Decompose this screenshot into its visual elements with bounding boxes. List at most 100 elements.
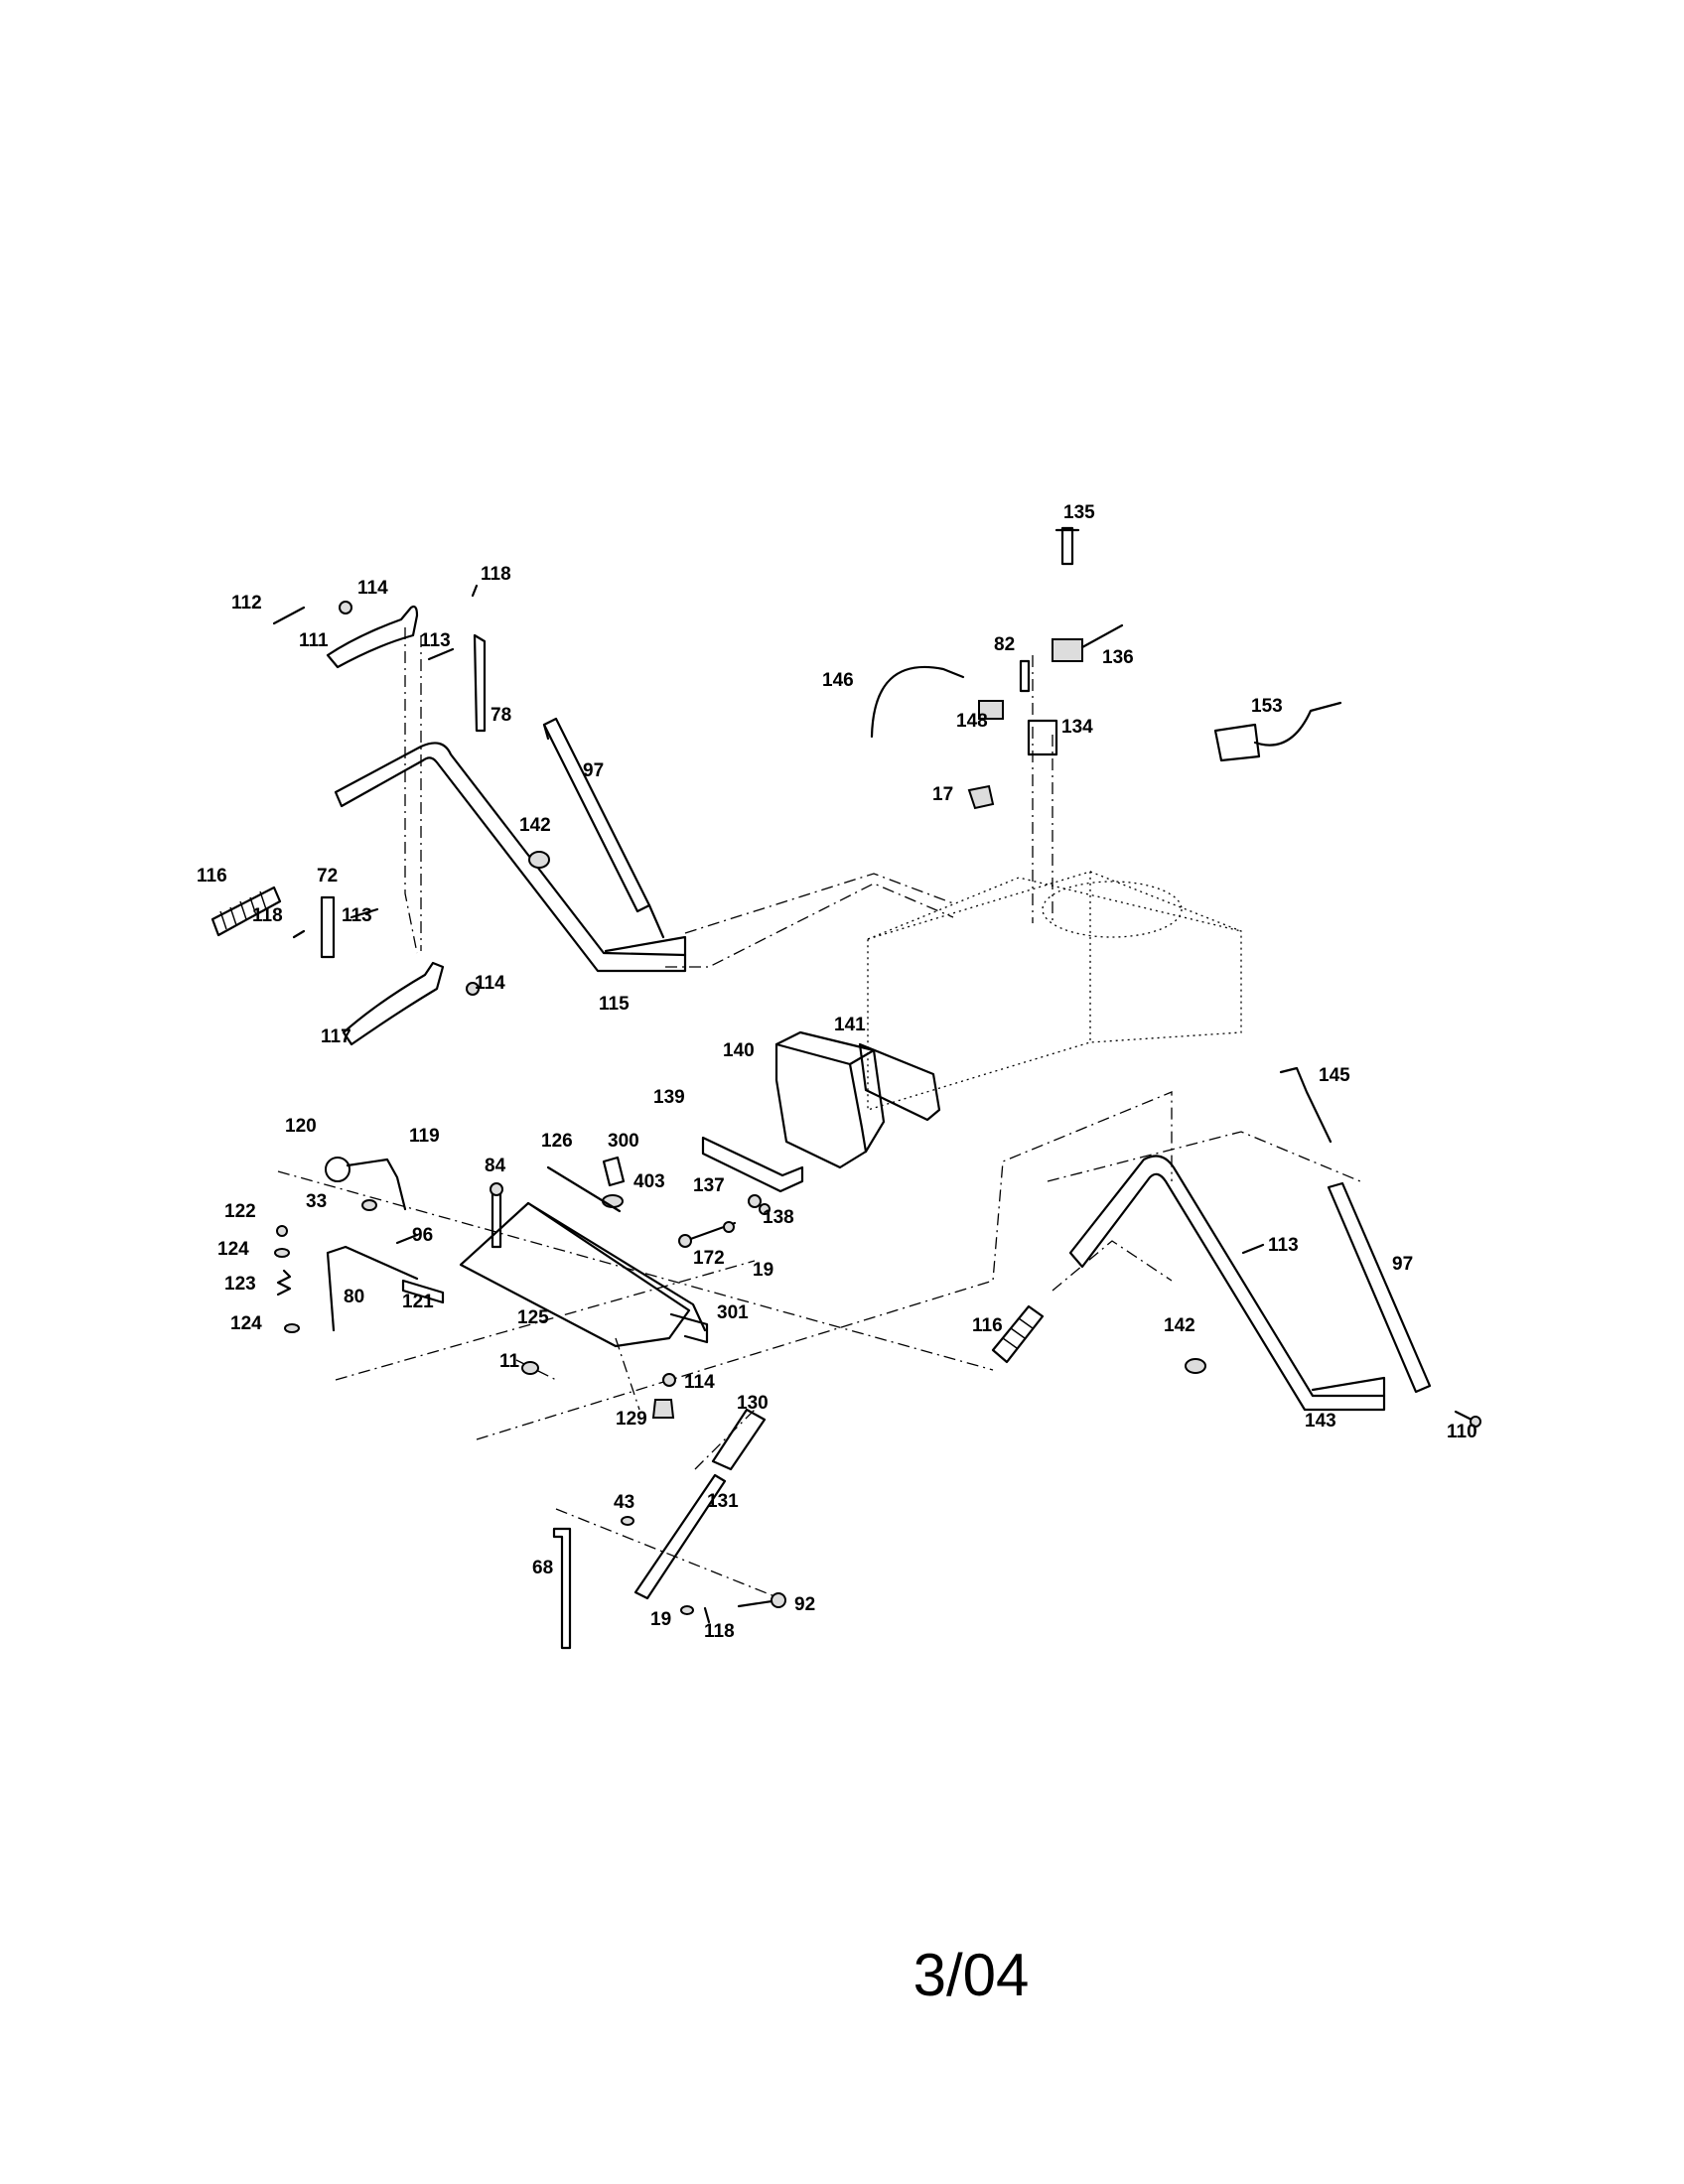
part-label-129: 129 (616, 1409, 647, 1430)
key-300 (602, 1156, 626, 1187)
decal-126 (546, 1165, 622, 1213)
plate-125 (459, 1201, 691, 1348)
grip-121 (401, 1279, 445, 1304)
part-label-92: 92 (794, 1594, 815, 1615)
part-label-153: 153 (1251, 696, 1283, 717)
part-label-43: 43 (614, 1492, 634, 1513)
spring-123 (276, 1269, 292, 1297)
part-label-78: 78 (491, 705, 511, 726)
part-label-113a: 113 (420, 630, 451, 651)
washer-19b (680, 1605, 694, 1615)
lever-117 (342, 961, 445, 1046)
bolt-82 (1019, 659, 1031, 693)
part-label-19a: 19 (753, 1260, 773, 1281)
clip-118b (292, 929, 306, 939)
part-label-113c: 113 (1268, 1235, 1299, 1256)
bracket-301 (669, 1312, 709, 1344)
part-label-123: 123 (224, 1274, 256, 1295)
part-label-68: 68 (532, 1558, 553, 1578)
part-label-114c: 114 (684, 1372, 715, 1393)
nut-114b (466, 982, 480, 996)
nut-114c (662, 1373, 676, 1387)
rod-97-right (1327, 1181, 1432, 1394)
part-label-172: 172 (693, 1248, 725, 1269)
part-label-84: 84 (485, 1156, 506, 1176)
rod-80 (326, 1245, 419, 1332)
part-label-136: 136 (1102, 647, 1134, 668)
part-label-96: 96 (412, 1225, 433, 1246)
rod-68 (552, 1527, 572, 1650)
part-label-110: 110 (1447, 1422, 1477, 1442)
part-label-97b: 97 (1392, 1254, 1413, 1275)
left-handle-assembly (210, 584, 687, 1046)
bushing-142b (1185, 1358, 1206, 1374)
part-label-19b: 19 (650, 1609, 671, 1630)
grip-116-right (991, 1304, 1045, 1364)
lower-linkage (552, 1408, 786, 1650)
washer-403 (602, 1194, 624, 1208)
nut-11 (521, 1361, 539, 1375)
part-label-97a: 97 (583, 760, 604, 781)
part-label-82: 82 (994, 634, 1015, 655)
bolt-113a (427, 647, 455, 661)
part-label-142a: 142 (519, 815, 551, 836)
grip-116-left (210, 886, 282, 937)
washer-19a (723, 1221, 735, 1233)
part-label-142b: 142 (1164, 1315, 1195, 1336)
part-label-403: 403 (633, 1171, 665, 1192)
pin-72 (320, 895, 336, 959)
part-label-140: 140 (723, 1040, 755, 1061)
part-label-112: 112 (231, 593, 262, 614)
bolt-135 (1060, 526, 1074, 566)
electrical (870, 526, 1342, 1144)
pin-112 (272, 606, 306, 625)
part-label-125: 125 (517, 1307, 549, 1328)
part-label-124b: 124 (230, 1313, 262, 1334)
washer-138 (759, 1203, 771, 1215)
bushing-142a (528, 851, 550, 869)
part-label-145: 145 (1319, 1065, 1350, 1086)
part-label-80: 80 (344, 1287, 364, 1307)
rod-97-left (542, 717, 651, 913)
part-label-126: 126 (541, 1131, 573, 1152)
part-label-115: 115 (599, 994, 630, 1015)
battery-140 (774, 1042, 868, 1169)
part-label-118c: 118 (704, 1621, 735, 1642)
lever-111 (326, 605, 419, 669)
nut-114a (339, 601, 352, 614)
pin-96 (395, 1233, 419, 1245)
part-label-139: 139 (653, 1087, 685, 1108)
part-label-148: 148 (956, 711, 988, 732)
page-date-code: 3/04 (912, 1942, 1030, 2008)
clip-17 (967, 784, 995, 810)
handle-143 (1068, 1155, 1386, 1412)
control-panel (274, 1156, 709, 1419)
part-label-118b: 118 (252, 905, 283, 926)
part-label-111: 111 (299, 630, 329, 651)
tray-139 (701, 1136, 804, 1193)
part-label-130: 130 (737, 1393, 769, 1414)
part-label-135: 135 (1063, 502, 1095, 523)
part-label-124a: 124 (217, 1239, 249, 1260)
handle-115 (334, 742, 687, 973)
assembly-lines (277, 627, 1361, 1601)
grip-130 (711, 1408, 767, 1471)
part-label-121: 121 (402, 1292, 434, 1312)
chassis (867, 871, 1242, 1111)
solenoid-134 (1027, 719, 1058, 756)
bolt-113c (1241, 1243, 1265, 1255)
relay-136 (1052, 638, 1083, 662)
harness-146 (870, 665, 965, 739)
switch-145 (1279, 1066, 1333, 1144)
part-label-114a: 114 (357, 578, 388, 599)
nut-137 (748, 1194, 762, 1208)
washer-124b (284, 1323, 300, 1333)
part-label-117: 117 (321, 1026, 351, 1047)
washer-43 (621, 1516, 634, 1526)
part-label-131: 131 (707, 1491, 739, 1512)
part-label-137: 137 (693, 1175, 725, 1196)
washer-33 (361, 1199, 377, 1211)
cap-148 (978, 700, 1004, 720)
